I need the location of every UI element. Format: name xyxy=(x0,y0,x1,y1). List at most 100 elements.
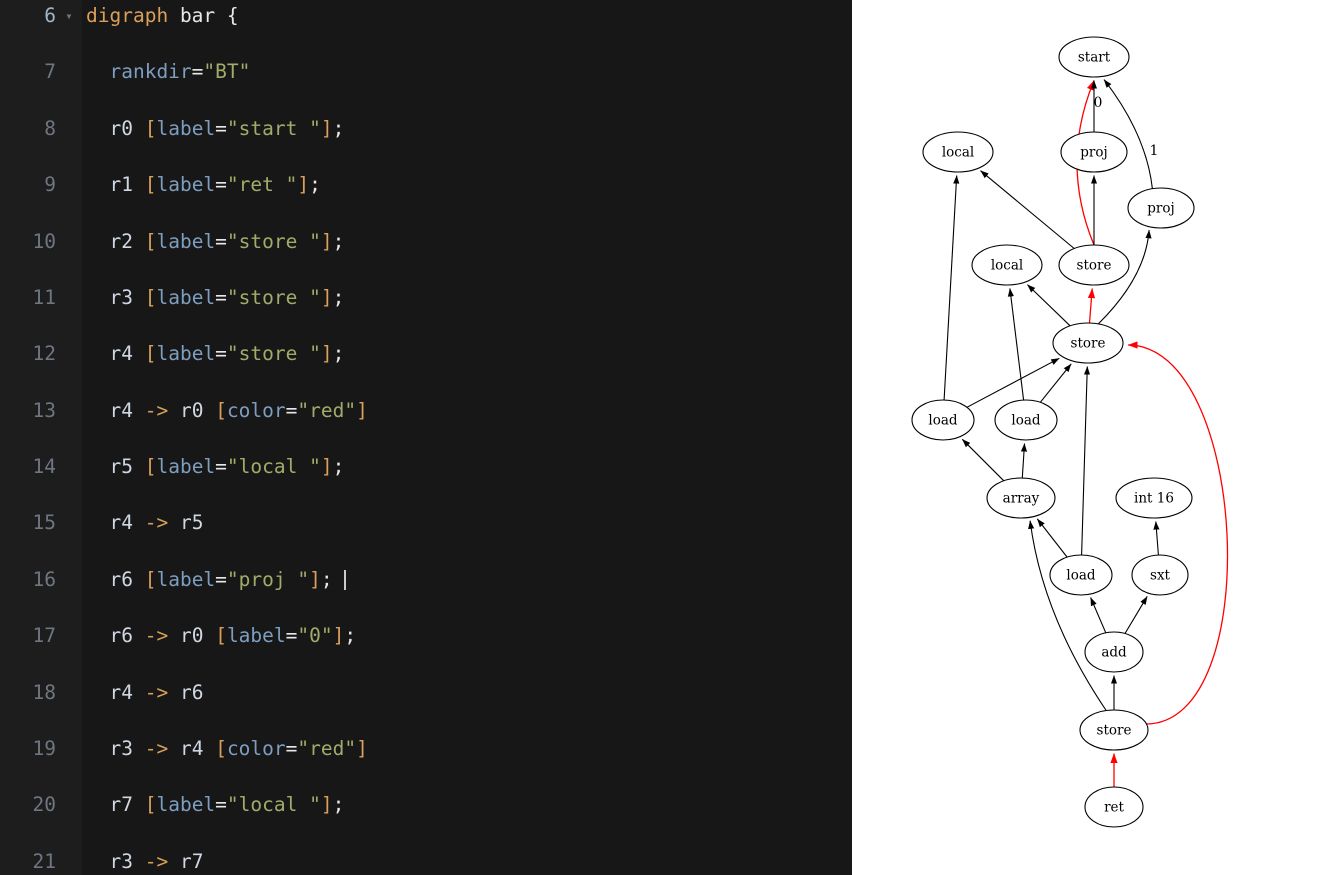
graph-node-ellipse xyxy=(1115,477,1193,519)
graph-node-label: int 16 xyxy=(1134,491,1174,507)
graph-node-ellipse xyxy=(994,399,1058,441)
code-line[interactable]: 8 r0 [label="start "]; xyxy=(0,115,852,143)
graph-node-label: add xyxy=(1101,645,1127,661)
code-line[interactable]: 7 rankdir="BT" xyxy=(0,58,852,86)
graph-node-label: proj xyxy=(1147,201,1174,217)
code-line[interactable]: 21 r3 -> r7 xyxy=(0,848,852,875)
code-line-text: r3 [label="store "]; xyxy=(109,285,345,309)
line-number: 17 xyxy=(32,624,56,648)
code-line[interactable]: 13 r4 -> r0 [color="red"] xyxy=(0,397,852,425)
line-number: 12 xyxy=(32,342,56,366)
graph-edge-labels-layer: 01 xyxy=(1094,95,1159,159)
graph-node[interactable]: local xyxy=(971,244,1043,286)
graph-node[interactable]: sxt xyxy=(1131,554,1189,596)
graph-edge xyxy=(943,175,960,401)
graph-edge xyxy=(1020,443,1028,479)
graph-node[interactable]: load xyxy=(994,399,1058,441)
graph-node[interactable]: load xyxy=(911,399,975,441)
graph-node[interactable]: store xyxy=(1079,709,1149,751)
line-number: 7 xyxy=(44,60,56,84)
graph-edge xyxy=(1124,596,1148,634)
code-line-text: rankdir="BT" xyxy=(109,60,251,84)
line-number: 9 xyxy=(44,173,56,197)
code-line-text: r6 [label="proj "]; xyxy=(109,567,333,591)
graph-edge-label: 1 xyxy=(1150,143,1159,159)
graph-node[interactable]: array xyxy=(986,477,1056,519)
graph-node-ellipse xyxy=(1049,554,1113,596)
code-line[interactable]: 14 r5 [label="local "]; xyxy=(0,453,852,481)
graph-node-ellipse xyxy=(986,477,1056,519)
fold-chevron-down-icon[interactable]: ▾ xyxy=(65,9,73,23)
code-editor-pane[interactable]: 6▾digraph bar {7 rankdir="BT"8 r0 [label… xyxy=(0,0,852,875)
graph-node[interactable]: int 16 xyxy=(1115,477,1193,519)
graph-node-label: store xyxy=(1077,258,1112,274)
line-number: 8 xyxy=(44,116,56,140)
code-line[interactable]: 11 r3 [label="store "]; xyxy=(0,284,852,312)
graph-node-ellipse xyxy=(1052,322,1124,364)
graph-edge xyxy=(966,357,1060,408)
graph-node-ellipse xyxy=(1060,131,1128,173)
graph-edge xyxy=(1087,288,1096,324)
graph-node-label: array xyxy=(1003,491,1040,507)
line-number: 11 xyxy=(32,285,56,309)
graph-edges-layer xyxy=(943,79,1229,788)
line-number: 16 xyxy=(32,567,56,591)
line-number: 15 xyxy=(32,511,56,535)
code-line-text: r7 [label="local "]; xyxy=(109,793,345,817)
line-number: 21 xyxy=(32,849,56,873)
graph-node-label: start xyxy=(1078,50,1111,66)
code-line-text: r4 -> r0 [color="red"] xyxy=(109,398,368,422)
graph-node[interactable]: store xyxy=(1052,322,1124,364)
graph-edge xyxy=(1127,341,1229,725)
graph-node[interactable]: ret xyxy=(1084,786,1144,828)
graph-node-ellipse xyxy=(1084,786,1144,828)
graph-node[interactable]: local xyxy=(922,131,994,173)
graph-edge xyxy=(1028,520,1107,711)
graph-node-ellipse xyxy=(1084,631,1144,673)
graph-node-label: ret xyxy=(1104,800,1124,816)
graph-node[interactable]: start xyxy=(1058,36,1130,78)
code-line-text: r4 -> r5 xyxy=(109,511,204,535)
graph-node-ellipse xyxy=(1058,36,1130,78)
code-line[interactable]: 12 r4 [label="store "]; xyxy=(0,340,852,368)
graph-node[interactable]: add xyxy=(1084,631,1144,673)
code-line[interactable]: 16 r6 [label="proj "]; xyxy=(0,566,852,594)
code-line-text: r3 -> r7 xyxy=(109,849,204,873)
code-line[interactable]: 20 r7 [label="local "]; xyxy=(0,791,852,819)
code-line-text: r0 [label="start "]; xyxy=(109,116,345,140)
code-line[interactable]: 17 r6 -> r0 [label="0"]; xyxy=(0,622,852,650)
code-line-text: digraph bar { xyxy=(86,4,239,27)
graph-edge xyxy=(1007,288,1025,401)
code-line[interactable]: 15 r4 -> r5 xyxy=(0,509,852,537)
graph-node-label: local xyxy=(942,145,974,161)
graph-edge xyxy=(1027,284,1071,327)
code-line[interactable]: 18 r4 -> r6 xyxy=(0,679,852,707)
graph-node[interactable]: proj xyxy=(1127,187,1195,229)
graph-node-label: sxt xyxy=(1150,568,1171,584)
graph-node[interactable]: load xyxy=(1049,554,1113,596)
code-line[interactable]: 19 r3 -> r4 [color="red"] xyxy=(0,735,852,763)
code-line-text: r6 -> r0 [label="0"]; xyxy=(109,624,357,648)
graph-edge xyxy=(1036,518,1068,558)
graph-node-ellipse xyxy=(971,244,1043,286)
line-number: 13 xyxy=(32,398,56,422)
graph-node[interactable]: proj xyxy=(1060,131,1128,173)
graph-node-label: load xyxy=(1066,568,1095,584)
line-number: 18 xyxy=(32,680,56,704)
code-lines-container[interactable]: 6▾digraph bar {7 rankdir="BT"8 r0 [label… xyxy=(0,0,852,874)
line-number: 10 xyxy=(32,229,56,253)
code-line[interactable]: 6▾digraph bar { xyxy=(0,2,852,30)
code-line[interactable]: 10 r2 [label="store "]; xyxy=(0,228,852,256)
line-number: 19 xyxy=(32,737,56,761)
graph-edge-label: 0 xyxy=(1094,95,1103,111)
code-line[interactable]: 9 r1 [label="ret "]; xyxy=(0,171,852,199)
graph-node-label: store xyxy=(1071,336,1106,352)
graph-edge xyxy=(1081,366,1091,556)
graph-edge xyxy=(1153,521,1160,556)
graph-node[interactable]: store xyxy=(1058,244,1130,286)
graph-node-ellipse xyxy=(1131,554,1189,596)
